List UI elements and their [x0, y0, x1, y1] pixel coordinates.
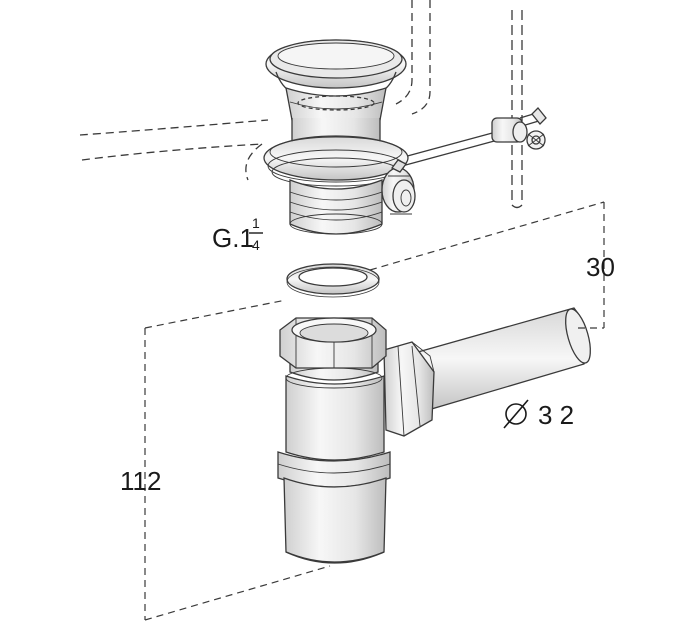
thread-fraction-denominator: 4 — [252, 237, 260, 253]
thread-fraction-numerator: 1 — [252, 215, 260, 231]
lift-rod — [511, 10, 523, 209]
height-dimension-label: 112 — [120, 466, 161, 496]
pull-rod — [399, 111, 543, 167]
thread-size-label: G.1 — [212, 223, 254, 253]
dimension-lines — [144, 201, 605, 621]
diameter-icon — [503, 399, 529, 429]
bottle-siphon — [277, 307, 591, 564]
basin-outline-dashed — [79, 0, 431, 181]
sealing-washer — [286, 263, 380, 298]
rod-clamp — [491, 107, 547, 150]
offset-dimension-label: 30 — [586, 252, 615, 282]
popup-waste — [263, 39, 416, 235]
diameter-value-label: 3 2 — [538, 400, 574, 430]
